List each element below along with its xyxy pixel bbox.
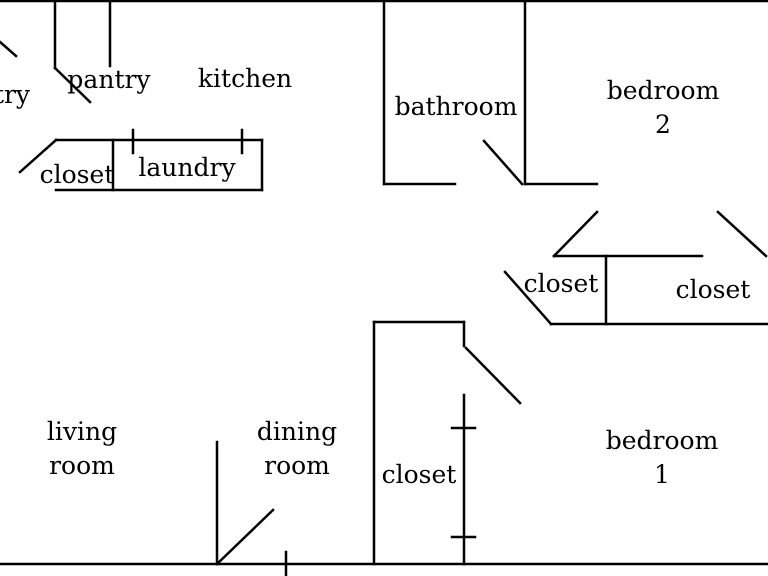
dining-room-label-line2: room <box>264 451 330 480</box>
kitchen-label: kitchen <box>197 64 293 93</box>
bathroom-label: bathroom <box>394 92 518 121</box>
living-room-label: living room <box>47 415 117 483</box>
bedroom-2-closet-right-label: closet <box>675 275 751 304</box>
laundry-label: laundry <box>138 153 236 182</box>
bedroom-2-closet-left-label: closet <box>523 269 599 298</box>
hall-closet-label: closet <box>39 160 115 189</box>
dining-room-label-line1: dining <box>256 417 338 446</box>
bed1-door-swing <box>464 346 522 405</box>
bed2-closet-door-right <box>716 210 768 258</box>
bathroom-door-swing <box>482 139 524 186</box>
bedroom-1-label: bedroom 1 <box>606 424 719 492</box>
pantry-left-label: try <box>0 80 31 109</box>
entry-door-swing <box>215 508 275 566</box>
bedroom-2-label-line1: bedroom <box>606 76 720 105</box>
bedroom-2-label: bedroom 2 <box>607 74 720 142</box>
bed2-closet-door-swing <box>503 270 553 326</box>
bedroom-1-label-line2: 1 <box>654 460 670 489</box>
living-room-label-line1: living <box>46 417 118 446</box>
bedroom-1-label-line1: bedroom <box>605 426 719 455</box>
living-room-label-line2: room <box>49 451 115 480</box>
pantry-door-swing <box>53 66 92 104</box>
pantry-label: pantry <box>67 65 151 94</box>
bedroom-1-closet-label: closet <box>381 460 457 489</box>
dining-room-label: dining room <box>257 415 337 483</box>
bedroom-2-label-line2: 2 <box>655 110 671 139</box>
pantry-door-swing-left <box>0 40 18 58</box>
closet-door-swing <box>18 138 58 174</box>
bed2-closet-door-left <box>552 210 599 258</box>
